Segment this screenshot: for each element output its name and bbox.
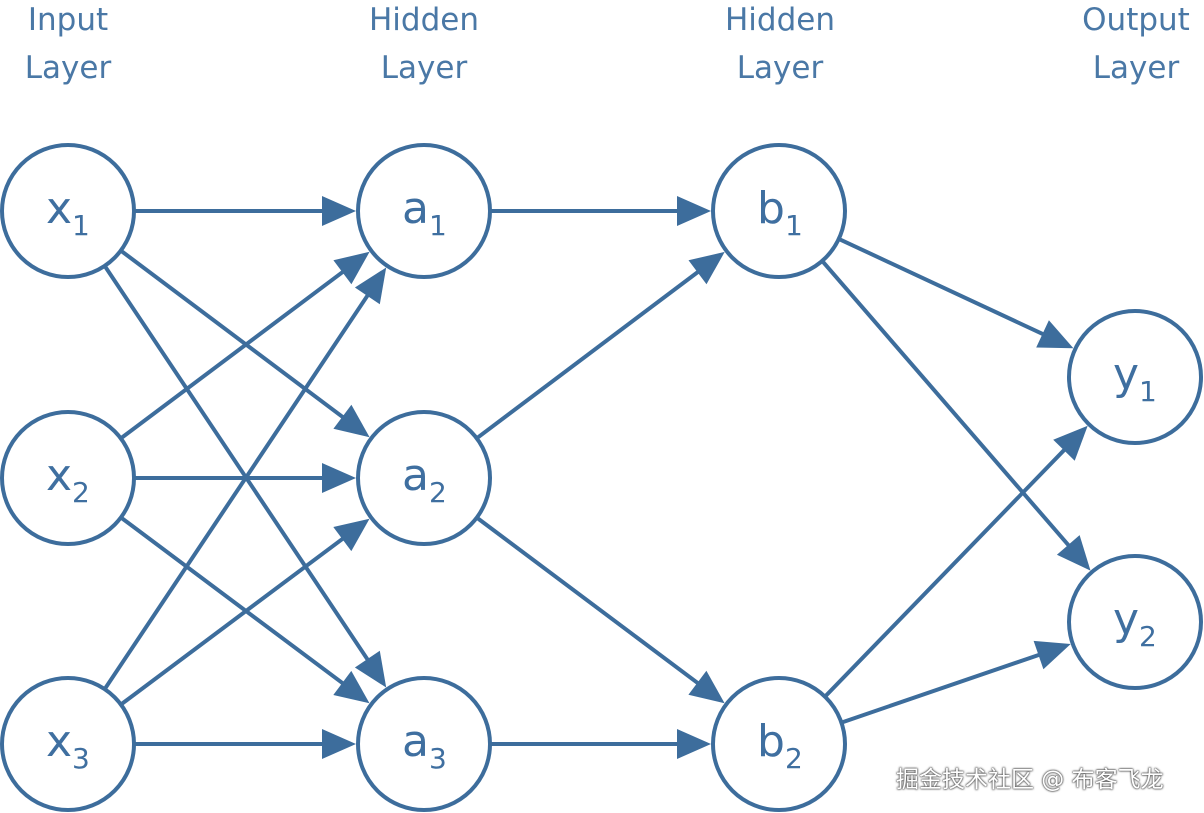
edge-a2-b1: [475, 262, 710, 440]
node-x2: x2: [0, 410, 136, 546]
node-a3: a3: [356, 676, 492, 812]
node-circle-y1: [1067, 309, 1203, 445]
node-y1: y1: [1067, 309, 1203, 445]
node-label-base-b2: b: [757, 716, 785, 767]
node-b1: b1: [711, 143, 847, 279]
node-a2: a2: [356, 410, 492, 546]
node-label-base-x2: x: [46, 450, 72, 501]
node-label-b1: b1: [757, 183, 803, 242]
node-label-a2: a2: [402, 450, 447, 509]
node-label-a3: a3: [402, 716, 447, 775]
node-label-base-a1: a: [402, 183, 429, 234]
edge-x3-a1: [103, 283, 377, 691]
node-label-sub-a2: 2: [429, 476, 447, 509]
arrowhead-x3-a3: [322, 729, 356, 759]
node-label-sub-a3: 3: [429, 742, 447, 775]
node-circle-x1: [0, 143, 136, 279]
arrowhead-x3-a1: [354, 267, 387, 305]
layer-label-output: Output Layer: [1082, 2, 1190, 86]
node-circle-a2: [356, 410, 492, 546]
edge-b1-y1: [837, 237, 1057, 342]
arrowhead-b1-y1: [1036, 320, 1074, 349]
edge-a2-b2: [475, 515, 710, 693]
arrowhead-a1-b1: [677, 196, 711, 226]
watermark-text: 掘金技术社区 @ 布客飞龙: [896, 767, 1164, 793]
node-label-base-y2: y: [1113, 594, 1139, 645]
node-label-x2: x2: [46, 450, 90, 509]
node-label-base-x3: x: [46, 716, 72, 767]
arrowhead-b2-y1: [1053, 425, 1088, 461]
node-circle-y2: [1067, 554, 1203, 690]
arrowhead-b1-y2: [1056, 535, 1091, 571]
node-label-sub-y1: 1: [1139, 375, 1157, 408]
node-circle-b1: [711, 143, 847, 279]
node-x3: x3: [0, 676, 136, 812]
arrowhead-a2-b2: [688, 670, 725, 704]
node-y2: y2: [1067, 554, 1203, 690]
arrowhead-x1-a2: [333, 404, 370, 438]
node-circle-a3: [356, 676, 492, 812]
node-label-sub-b1: 1: [785, 209, 803, 242]
node-x1: x1: [0, 143, 136, 279]
arrowhead-x1-a3: [354, 650, 387, 688]
node-circle-x3: [0, 676, 136, 812]
arrowhead-a2-b1: [688, 251, 725, 285]
edge-b2-y1: [823, 438, 1076, 698]
edge-x3-a2: [119, 529, 355, 707]
arrowhead-x2-a1: [333, 251, 370, 285]
layer-label-hidden-1: Hidden Layer: [369, 2, 479, 86]
node-label-x1: x1: [46, 183, 90, 242]
node-label-base-a3: a: [402, 716, 429, 767]
node-circle-b2: [711, 676, 847, 812]
node-label-base-b1: b: [757, 183, 785, 234]
node-label-base-a2: a: [402, 450, 429, 501]
node-label-a1: a1: [402, 183, 447, 242]
node-label-sub-x2: 2: [72, 476, 90, 509]
node-circle-a1: [356, 143, 492, 279]
node-label-base-y1: y: [1113, 349, 1139, 400]
node-label-sub-y2: 2: [1139, 620, 1157, 653]
node-label-sub-b2: 2: [785, 742, 803, 775]
node-circle-x2: [0, 410, 136, 546]
arrowhead-x1-a1: [322, 196, 356, 226]
node-label-sub-a1: 1: [429, 209, 447, 242]
edge-x1-a3: [103, 264, 377, 672]
node-label-x3: x3: [46, 716, 90, 775]
node-b2: b2: [711, 676, 847, 812]
edge-x2-a1: [119, 262, 355, 440]
arrowhead-x2-a3: [333, 670, 370, 704]
edge-x1-a2: [119, 249, 355, 427]
arrowhead-x2-a2: [322, 463, 356, 493]
edge-b1-y2: [820, 259, 1079, 557]
edge-b2-y2: [840, 648, 1053, 725]
node-label-base-x1: x: [46, 183, 72, 234]
node-label-sub-x1: 1: [72, 209, 90, 242]
layer-label-hidden-2: Hidden Layer: [725, 2, 835, 86]
arrowhead-b2-y2: [1033, 640, 1071, 670]
node-label-b2: b2: [757, 716, 803, 775]
edge-x2-a3: [119, 515, 355, 693]
edges: [103, 196, 1091, 759]
node-label-y2: y2: [1113, 594, 1157, 653]
arrowhead-x3-a2: [333, 518, 370, 552]
node-label-y1: y1: [1113, 349, 1157, 408]
node-a1: a1: [356, 143, 492, 279]
layer-label-input: Input Layer: [24, 2, 112, 86]
node-label-sub-x3: 3: [72, 742, 90, 775]
arrowhead-a3-b2: [677, 729, 711, 759]
